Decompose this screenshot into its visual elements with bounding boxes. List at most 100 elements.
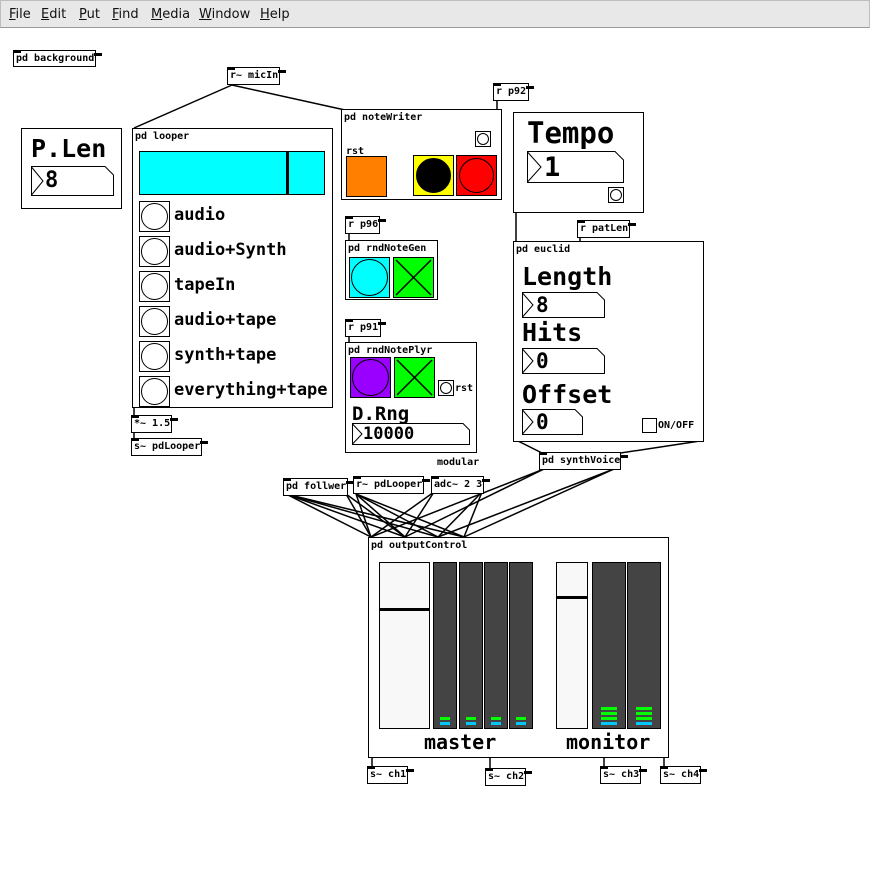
monitor-fader[interactable] bbox=[556, 562, 588, 729]
looper-option: audio+Synth bbox=[139, 236, 329, 271]
master-meter-4 bbox=[509, 562, 533, 729]
rndnoteplyr-bang[interactable] bbox=[350, 357, 391, 398]
menu-find[interactable]: Find bbox=[112, 7, 139, 22]
notewriter-red-bang[interactable] bbox=[456, 155, 497, 196]
euclid-offset-number-box[interactable]: 0 bbox=[522, 409, 583, 435]
receive-pdlooper-object[interactable]: r~ pdLooper bbox=[353, 476, 431, 494]
menu-bar: File Edit Put Find Media Window Help bbox=[0, 0, 870, 28]
tempo-title: Tempo bbox=[527, 116, 615, 150]
master-fader[interactable] bbox=[379, 562, 430, 729]
rndnoteplyr-toggle[interactable] bbox=[394, 357, 435, 398]
looper-option-bang[interactable] bbox=[139, 201, 170, 232]
monitor-meter-1 bbox=[592, 562, 626, 729]
looper-option-label: audio+Synth bbox=[174, 240, 287, 260]
rndnoteplyr-rst-label: rst bbox=[455, 383, 474, 394]
notewriter-rst-bang[interactable] bbox=[346, 156, 387, 197]
looper-option-bang[interactable] bbox=[139, 341, 170, 372]
looper-option-bang[interactable] bbox=[139, 306, 170, 337]
looper-slider-knob[interactable] bbox=[286, 152, 290, 194]
monitor-fader-knob[interactable] bbox=[557, 596, 587, 599]
looper-option: tapeIn bbox=[139, 271, 329, 306]
outputcontrol-panel: pd outputControl master monitor bbox=[368, 537, 669, 758]
euclid-onoff-toggle[interactable] bbox=[642, 418, 657, 433]
receive-p92-object[interactable]: r p92 bbox=[493, 83, 535, 101]
menu-window[interactable]: Window bbox=[199, 7, 251, 22]
euclid-length-value: 8 bbox=[536, 293, 549, 317]
patch-cords bbox=[133, 84, 701, 768]
euclid-hits-label: Hits bbox=[522, 318, 583, 347]
looper-slider[interactable] bbox=[139, 151, 325, 195]
looper-options-list: audio audio+Synth tapeIn audio+tape synth+ta… bbox=[139, 201, 329, 411]
tempo-bang[interactable] bbox=[608, 187, 624, 203]
rndnotegen-panel: pd rndNoteGen bbox=[345, 240, 438, 300]
looper-option-bang[interactable] bbox=[139, 236, 170, 267]
looper-panel: pd looper audio audio+Synth tapeIn audio+ta… bbox=[132, 128, 333, 408]
looper-option-label: tapeIn bbox=[174, 275, 236, 295]
receive-p96-object[interactable]: r p96 bbox=[345, 216, 387, 234]
receive-micin-object[interactable]: r~ micIn bbox=[227, 67, 287, 85]
looper-title: pd looper bbox=[135, 131, 190, 142]
plen-title: P.Len bbox=[31, 134, 107, 163]
pd-background-object[interactable]: pd background bbox=[13, 50, 103, 67]
menu-edit[interactable]: Edit bbox=[41, 7, 67, 22]
receive-patlen-object[interactable]: r patLen bbox=[577, 220, 637, 238]
patch-canvas[interactable]: pd background r~ micIn r p92 P.Len 8 pd … bbox=[0, 29, 872, 883]
master-fader-knob[interactable] bbox=[380, 607, 429, 611]
master-meter-2 bbox=[459, 562, 483, 729]
euclid-length-number-box[interactable]: 8 bbox=[522, 292, 605, 318]
send-pdlooper-object[interactable]: s~ pdLooper bbox=[131, 438, 209, 456]
euclid-hits-number-box[interactable]: 0 bbox=[522, 348, 605, 374]
receive-p91-object[interactable]: r p91 bbox=[345, 319, 387, 337]
tempo-number-box[interactable]: 1 bbox=[527, 151, 624, 183]
menu-put[interactable]: Put bbox=[79, 7, 100, 22]
monitor-meter-2 bbox=[627, 562, 661, 729]
rndnoteplyr-drng-value: 10000 bbox=[363, 424, 415, 444]
plen-panel: P.Len 8 bbox=[21, 128, 122, 209]
euclid-title: pd euclid bbox=[516, 244, 571, 255]
rndnoteplyr-rst-bang[interactable] bbox=[438, 380, 454, 396]
looper-slider-fill bbox=[140, 152, 324, 194]
menu-help[interactable]: Help bbox=[260, 7, 290, 22]
pd-follwer-object[interactable]: pd follwer bbox=[283, 478, 355, 496]
looper-option-label: audio+tape bbox=[174, 310, 277, 330]
send-ch4-object[interactable]: s~ ch4 bbox=[660, 766, 708, 784]
looper-option: everything+tape bbox=[139, 376, 329, 411]
plen-number-box[interactable]: 8 bbox=[31, 166, 114, 196]
tempo-panel: Tempo 1 bbox=[513, 112, 644, 213]
looper-option: synth+tape bbox=[139, 341, 329, 376]
menu-file[interactable]: File bbox=[9, 7, 31, 22]
master-label: master bbox=[424, 730, 497, 754]
euclid-panel: pd euclid Length 8 Hits 0 Offset 0 ON/OF… bbox=[513, 241, 704, 442]
euclid-onoff-label: ON/OFF bbox=[658, 420, 695, 431]
looper-option-bang[interactable] bbox=[139, 271, 170, 302]
rndnoteplyr-title: pd rndNotePlyr bbox=[348, 345, 433, 356]
master-meter-1 bbox=[433, 562, 457, 729]
rndnoteplyr-panel: pd rndNotePlyr rst D.Rng 10000 bbox=[345, 342, 477, 453]
looper-option-label: everything+tape bbox=[174, 380, 328, 400]
send-ch3-object[interactable]: s~ ch3 bbox=[600, 766, 648, 784]
looper-option-label: audio bbox=[174, 205, 226, 225]
pd-synthvoice-object[interactable]: pd synthVoice bbox=[539, 452, 629, 470]
tempo-value: 1 bbox=[544, 152, 561, 183]
send-ch1-object[interactable]: s~ ch1 bbox=[367, 766, 415, 784]
send-ch2-object[interactable]: s~ ch2 bbox=[485, 768, 533, 786]
rndnotegen-toggle[interactable] bbox=[393, 257, 434, 298]
notewriter-title: pd noteWriter bbox=[344, 112, 423, 123]
multiply-object[interactable]: *~ 1.5 bbox=[131, 415, 179, 433]
notewriter-bang[interactable] bbox=[475, 131, 491, 147]
menu-media[interactable]: Media bbox=[151, 7, 191, 22]
monitor-label: monitor bbox=[566, 730, 651, 754]
looper-option-bang[interactable] bbox=[139, 376, 170, 407]
looper-option: audio+tape bbox=[139, 306, 329, 341]
rndnotegen-title: pd rndNoteGen bbox=[348, 243, 427, 254]
euclid-offset-value: 0 bbox=[536, 410, 549, 434]
euclid-hits-value: 0 bbox=[536, 349, 549, 373]
rndnotegen-bang[interactable] bbox=[349, 257, 390, 298]
outputcontrol-title: pd outputControl bbox=[371, 540, 468, 551]
looper-option: audio bbox=[139, 201, 329, 236]
adc-object[interactable]: adc~ 2 3 bbox=[431, 476, 491, 494]
rndnoteplyr-drng-number-box[interactable]: 10000 bbox=[352, 423, 470, 445]
notewriter-black-bang[interactable] bbox=[413, 155, 454, 196]
notewriter-rst-label: rst bbox=[346, 146, 365, 157]
euclid-length-label: Length bbox=[522, 262, 613, 291]
